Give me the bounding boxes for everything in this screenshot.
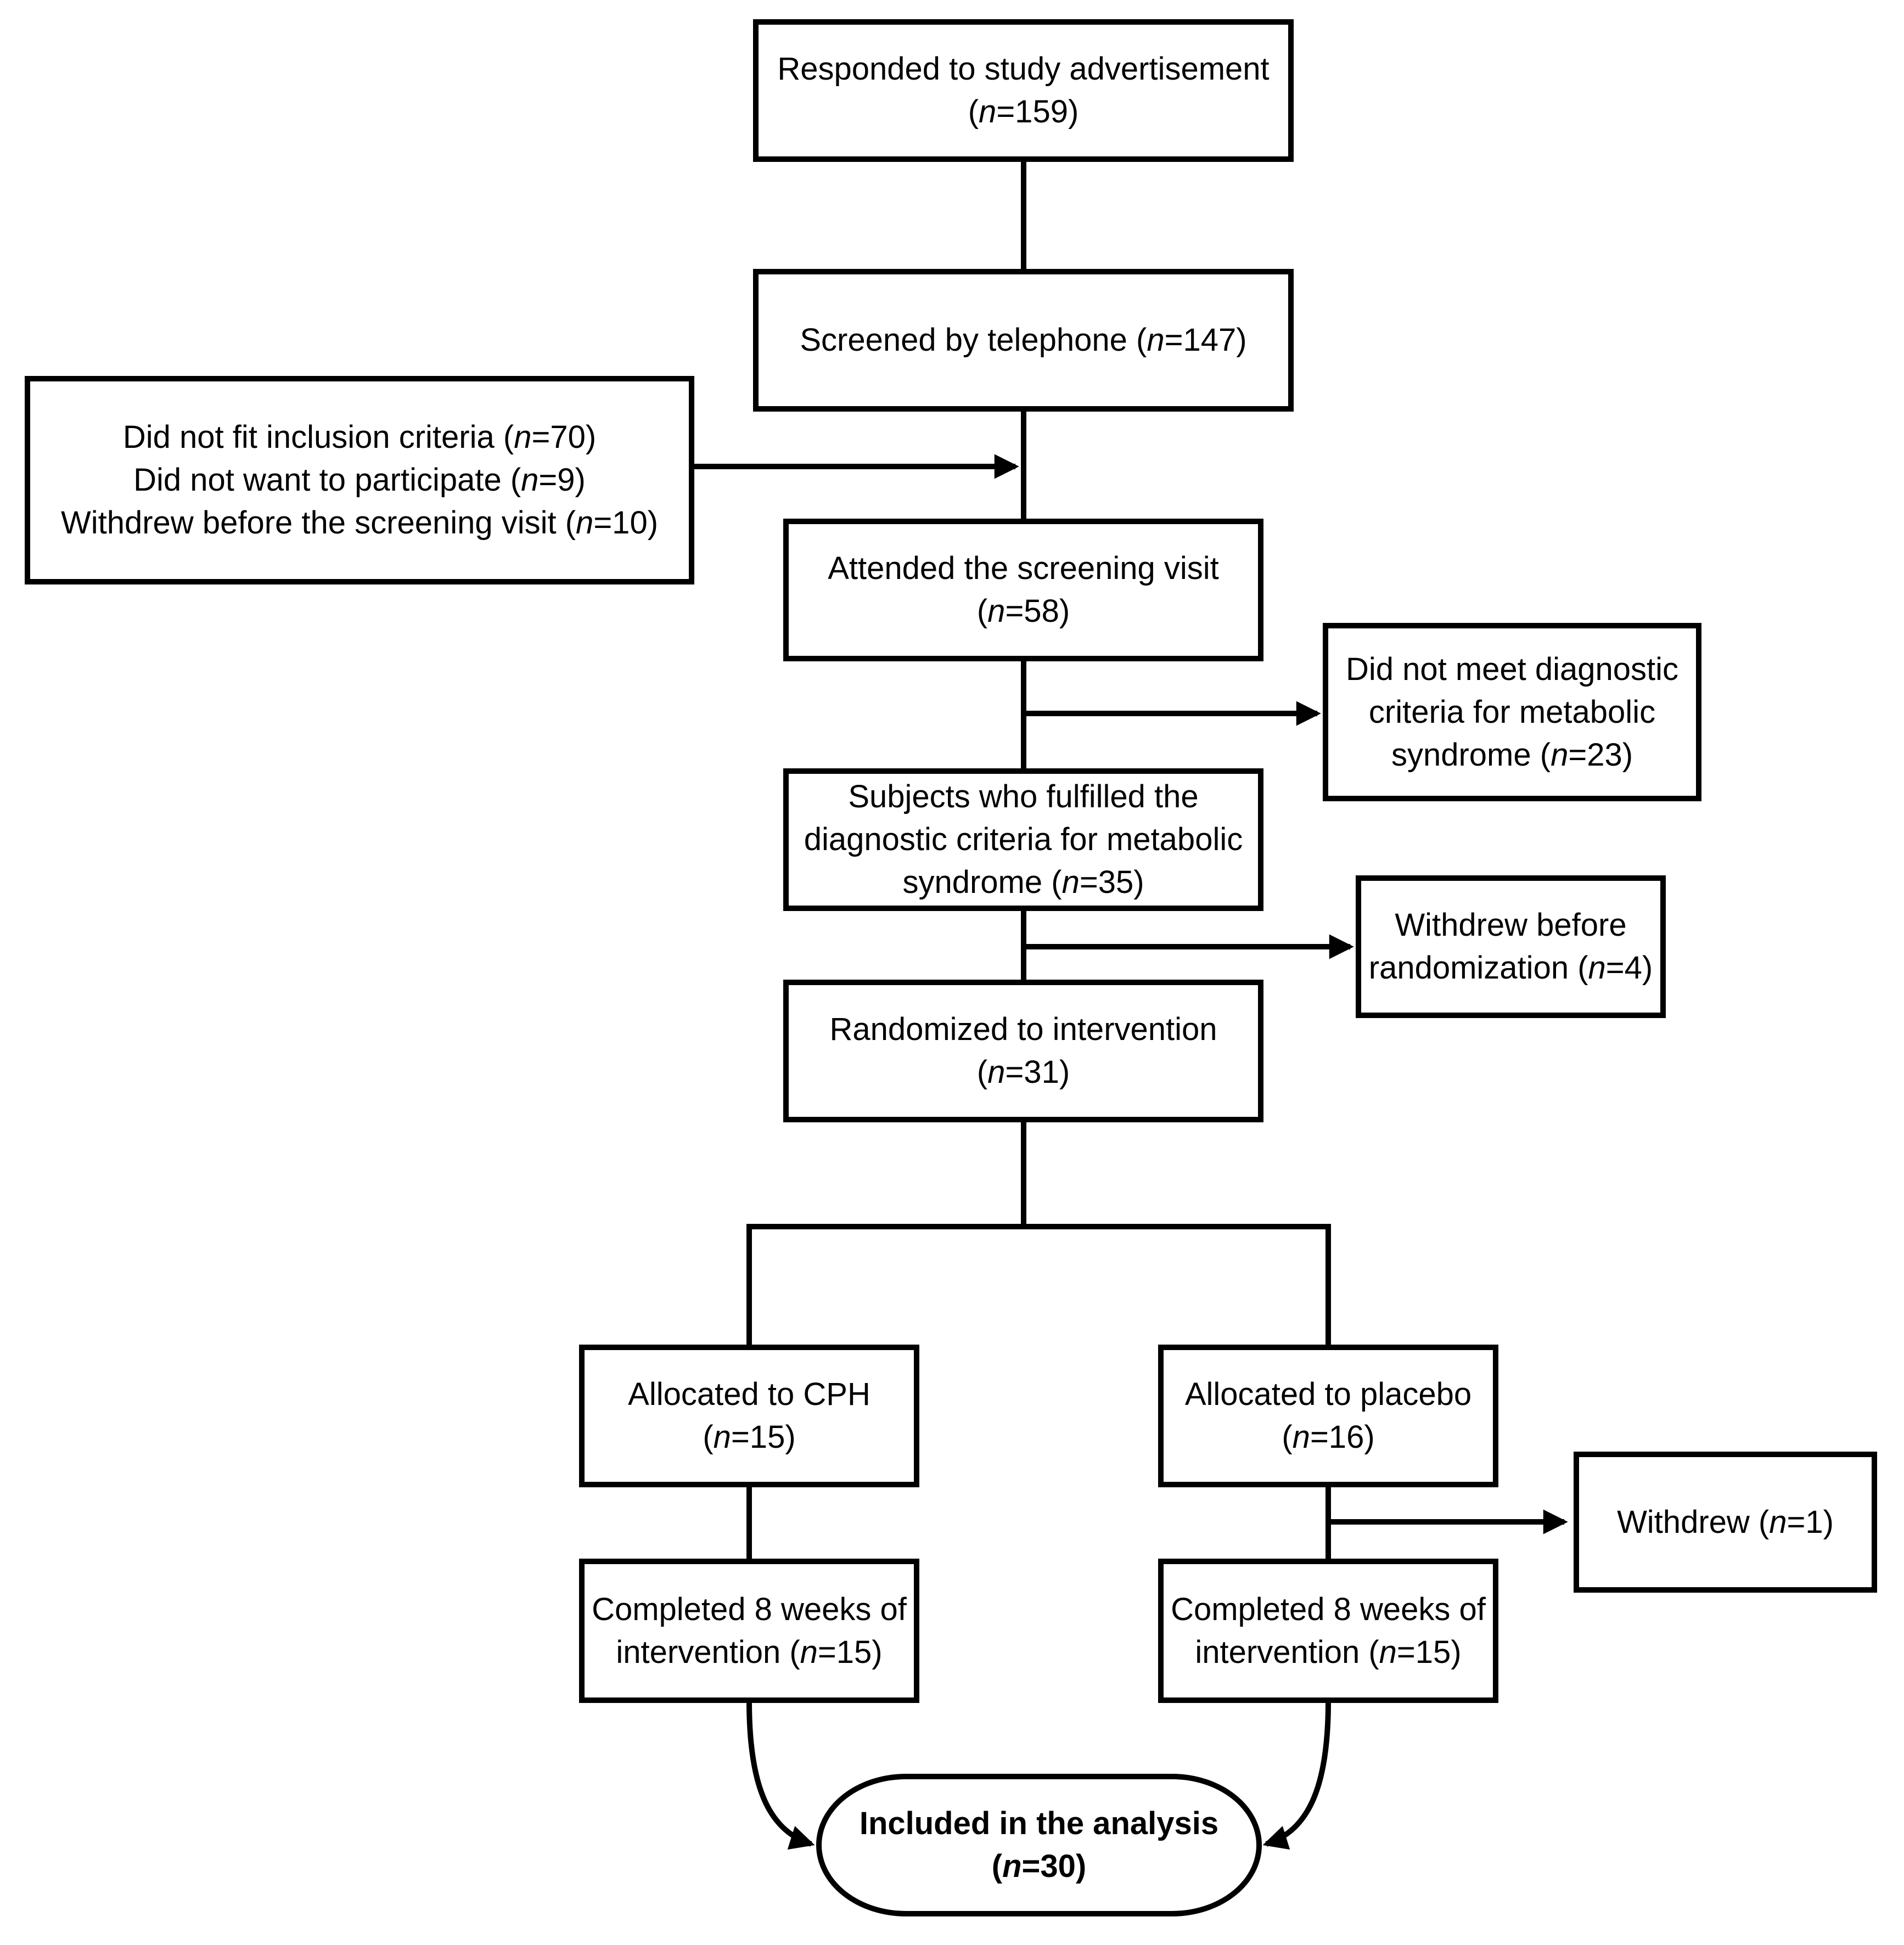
node-allocated-cph-box: Allocated to CPH(n=15) [579, 1345, 919, 1487]
node-screened-box: Screened by telephone (n=147) [753, 269, 1294, 412]
node-included-in-analysis-label: Included in the analysis(n=30) [859, 1806, 1219, 1884]
node-allocated-placebo-label: Allocated to placebo(n=16) [1184, 1376, 1472, 1455]
node-randomized-box: Randomized to intervention(n=31) [783, 980, 1263, 1122]
node-allocated-placebo-box: Allocated to placebo(n=16) [1158, 1345, 1498, 1487]
node-phone-exclusions-box: Did not fit inclusion criteria (n=70)Did… [25, 376, 694, 584]
node-attended-box: Attended the screening visit(n=58) [783, 519, 1263, 661]
node-withdrew-label: Withdrew (n=1) [1617, 1504, 1834, 1540]
node-included-in-analysis-box: Included in the analysis(n=30) [816, 1774, 1262, 1916]
node-withdrew-box: Withdrew (n=1) [1574, 1452, 1877, 1593]
node-responded-box: Responded to study advertisement(n=159) [753, 19, 1294, 162]
connector-split-bar [746, 1224, 1331, 1347]
node-allocated-cph-label: Allocated to CPH(n=15) [628, 1376, 870, 1455]
arrow-comp-cph-included [746, 1701, 815, 1850]
node-responded-label: Responded to study advertisement(n=159) [777, 51, 1270, 130]
node-phone-exclusions-label: Did not fit inclusion criteria (n=70)Did… [60, 419, 659, 541]
node-randomized-label: Randomized to intervention(n=31) [829, 1011, 1217, 1090]
node-attended-label: Attended the screening visit(n=58) [828, 550, 1219, 629]
node-screened-label: Screened by telephone (n=147) [800, 322, 1247, 358]
arrow-comp-placebo-included [1262, 1701, 1331, 1850]
